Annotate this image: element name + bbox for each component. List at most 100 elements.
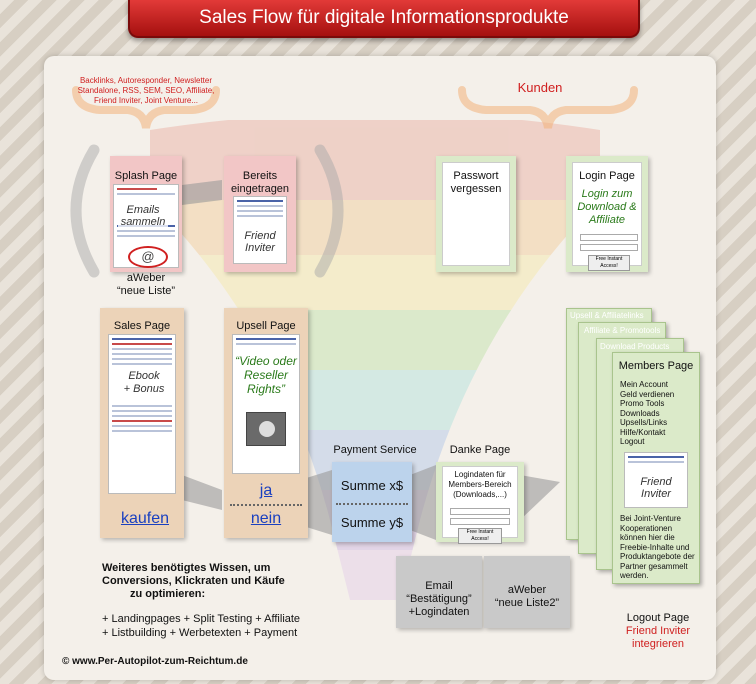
upsell-divider (230, 504, 302, 506)
thumb-line (112, 410, 172, 412)
overlay-line: Download & (577, 201, 637, 213)
bereits-title: Bereits eingetragen (224, 170, 296, 196)
login-button[interactable]: Free Instant Access! (588, 255, 630, 271)
orange-braces (72, 86, 638, 129)
traffic-line: Standalone, RSS, SEM, SEO, Affiliate, (77, 86, 215, 95)
ja-link[interactable]: ja (259, 482, 273, 499)
members-menu-item[interactable]: Geld verdienen (620, 389, 675, 399)
logout-red-line: Friend Inviter (625, 625, 691, 637)
payment-divider (336, 503, 408, 505)
video-player-icon (246, 412, 286, 446)
overlay-line: “Video oder (235, 354, 297, 368)
login-title: Login Page (579, 170, 635, 182)
members-note: Bei Joint-Venture Kooperationen können h… (620, 514, 695, 581)
overlay-line: Ebook (128, 370, 160, 382)
note-line: Produktangebote der (620, 552, 695, 561)
page-title: Sales Flow für digitale Informationsprod… (128, 0, 640, 38)
danke-text: Logindaten für Members-Bereich (Download… (436, 470, 524, 500)
email-line: +Logindaten (408, 606, 470, 618)
aweber2-text: aWeber “neue Liste2” (484, 584, 570, 610)
aweber2-box (484, 556, 570, 628)
members-overlay: Friend Inviter (628, 476, 684, 500)
members-menu: Mein Account Geld verdienen Promo Tools … (620, 380, 674, 447)
danke-field-2[interactable] (450, 518, 510, 525)
traffic-line: Backlinks, Autoresponder, Newsletter (79, 76, 213, 85)
stack-label-download: Download Products (600, 342, 670, 351)
overlay-line: Inviter (245, 242, 275, 254)
thumb-line (112, 353, 172, 355)
splash-page-title: Splash Page (114, 170, 178, 182)
thumb-line (237, 210, 283, 212)
note-line: werden. (620, 571, 649, 580)
login-field-user[interactable] (580, 234, 638, 241)
aweber2-line: aWeber (507, 584, 547, 596)
note-line: können hier die (620, 533, 675, 542)
overlay-line: Friend (640, 476, 672, 488)
copyright: © www.Per-Autopilot-zum-Reichtum.de (62, 656, 248, 667)
email-confirm-text: Email “Bestätigung” +Logindaten (396, 580, 482, 619)
wissen-title-line: Conversions, Klickraten und Käufe (102, 575, 285, 587)
thumb-line (117, 235, 175, 237)
bereits-thumbnail (233, 196, 287, 264)
thumb-line (112, 363, 172, 365)
thumb-line (112, 338, 172, 340)
thumb-line (112, 430, 172, 432)
sales-overlay: Ebook + Bonus (118, 370, 170, 396)
members-menu-item[interactable]: Downloads (620, 408, 660, 418)
play-icon (259, 421, 275, 437)
thumb-line (236, 338, 296, 340)
thumb-line (237, 205, 283, 207)
thumb-line (628, 461, 684, 463)
sales-thumbnail (108, 334, 176, 494)
thumb-line (112, 358, 172, 360)
thumb-line (628, 456, 684, 458)
thumb-line (112, 348, 172, 350)
wissen-line: + Listbuilding + Werbetexten + Payment (102, 627, 298, 639)
kaufen-link[interactable]: kaufen (120, 510, 170, 527)
overlay-line: Affiliate (588, 214, 626, 226)
danke-line: (Downloads,...) (453, 490, 507, 499)
stack-label-affiliate: Affiliate & Promotools (584, 326, 661, 335)
members-menu-item[interactable]: Mein Account (620, 380, 669, 389)
nein-link[interactable]: nein (250, 510, 282, 527)
members-menu-item[interactable]: Hilfe/Kontakt (620, 427, 666, 437)
thumb-line (117, 188, 157, 190)
aweber2-line: “neue Liste2” (494, 597, 560, 609)
login-field-pass[interactable] (580, 244, 638, 251)
thumb-line (112, 405, 172, 407)
flow-arrows (182, 180, 560, 540)
stack-label-upsell: Upsell & Affiliatelinks (570, 311, 644, 320)
note-line: Bei Joint-Venture (620, 514, 681, 523)
bereits-overlay: Friend Inviter (236, 230, 284, 254)
wissen-title: Weiteres benötigtes Wissen, um Conversio… (102, 562, 285, 601)
members-menu-item[interactable]: Logout (620, 437, 645, 446)
danke-button[interactable]: Free Instant Access! (458, 528, 502, 544)
traffic-sources: Backlinks, Autoresponder, Newsletter Sta… (64, 76, 228, 106)
email-line: “Bestätigung” (406, 593, 472, 605)
thumb-line (117, 193, 175, 195)
overlay-line: Reseller (243, 368, 288, 382)
danke-title: Danke Page (449, 444, 511, 456)
parentheses (70, 144, 344, 278)
title-line: eingetragen (230, 183, 290, 195)
danke-field-1[interactable] (450, 508, 510, 515)
members-title: Members Page (618, 360, 694, 372)
overlay-line: Login zum (581, 188, 633, 200)
members-menu-item[interactable]: Upsells/Links (620, 418, 668, 427)
overlay-line: Emails (126, 204, 160, 216)
thumb-line (112, 415, 172, 417)
wissen-lines: + Landingpages + Split Testing + Affilia… (102, 612, 300, 640)
sales-title: Sales Page (113, 320, 171, 332)
overlay-line: sammeln (120, 216, 166, 228)
note-line: Kooperationen (620, 523, 673, 533)
upsell-title: Upsell Page (236, 320, 296, 332)
members-menu-item[interactable]: Promo Tools (620, 399, 665, 408)
splash-below: aWeber “neue Liste” (100, 272, 192, 298)
thumb-line (117, 230, 175, 232)
note-line: Freebie-Inhalte und (620, 542, 690, 552)
title-line: vergessen (450, 183, 502, 195)
thumb-line (112, 425, 172, 427)
below-line: “neue Liste” (116, 285, 176, 297)
wissen-title-line: Weiteres benötigtes Wissen, um (102, 562, 271, 574)
danke-line: Members-Bereich (448, 480, 512, 489)
